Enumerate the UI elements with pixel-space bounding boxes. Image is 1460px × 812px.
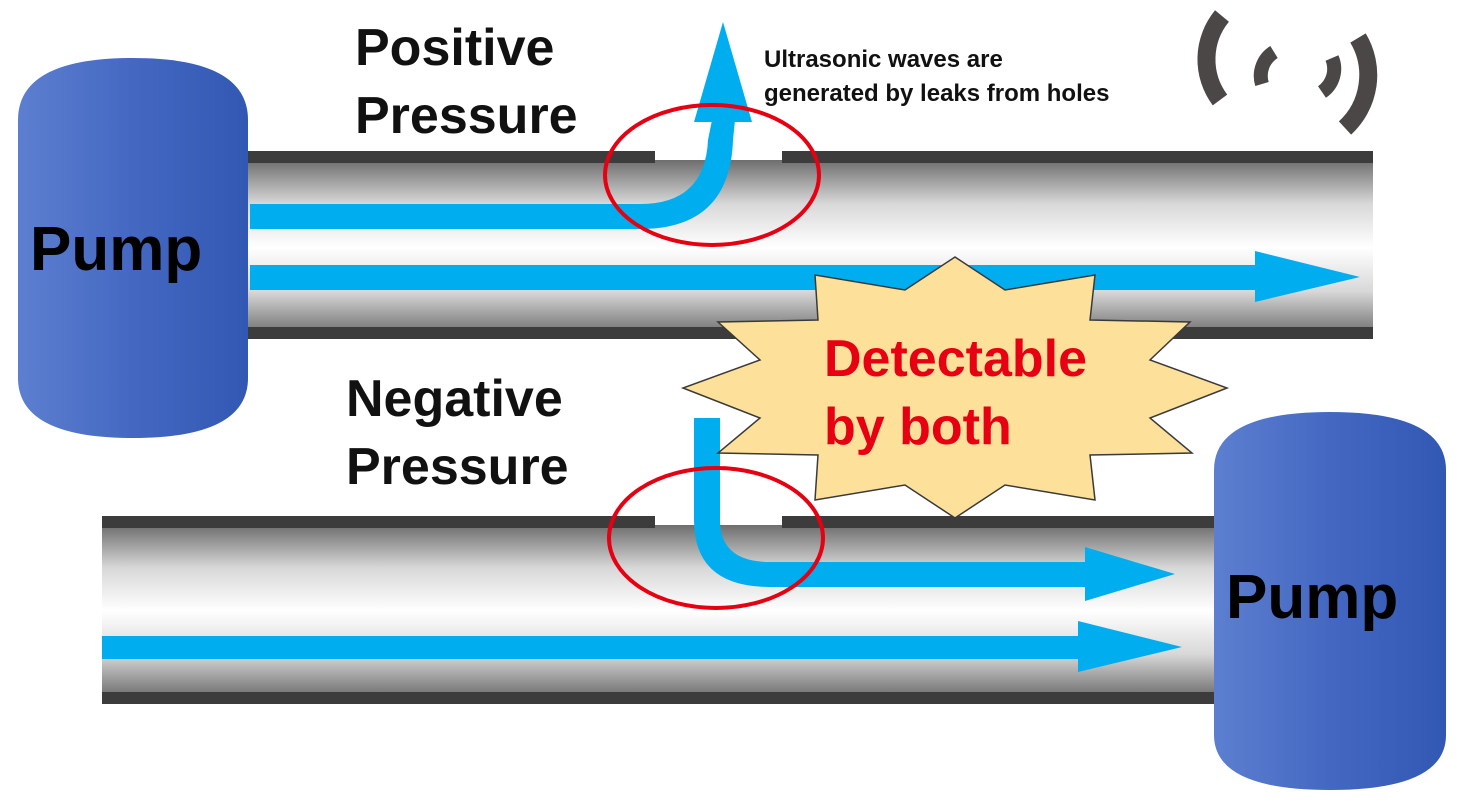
wireless-signal-icon (1197, 10, 1378, 135)
negative-pressure-label-line1: Negative (346, 370, 563, 428)
pump-top (18, 58, 248, 438)
pump-top-label: Pump (30, 215, 202, 284)
bottom-pipe-wall-lower (102, 692, 1220, 704)
negative-pressure-label-line2: Pressure (346, 438, 569, 496)
top-main-flow-head (1255, 251, 1360, 302)
bottom-leak-flow-shaft (694, 418, 1092, 587)
top-leak-flow-shaft (250, 120, 735, 229)
bottom-leak-flow-head (1085, 547, 1175, 601)
burst-text-line2: by both (824, 398, 1012, 456)
top-pipe-wall-upper-right (782, 151, 1373, 163)
burst-text-line1: Detectable (824, 330, 1087, 388)
ultrasonic-note-line1: Ultrasonic waves are (764, 46, 1003, 73)
bottom-pipe (102, 516, 1220, 704)
pump-bottom (1214, 412, 1446, 790)
bottom-pipe-wall-upper-right (782, 516, 1220, 528)
bottom-main-flow-head (1078, 621, 1182, 672)
bottom-flow-arrows (102, 418, 1182, 672)
detectable-burst (680, 256, 1230, 519)
top-leak-circle (603, 103, 821, 247)
top-main-flow-shaft (250, 265, 1260, 290)
bottom-leak-circle (607, 466, 825, 610)
positive-pressure-label-line2: Pressure (355, 87, 578, 145)
top-pipe-wall-upper-left (245, 151, 655, 163)
bottom-pipe-wall-upper-left (102, 516, 655, 528)
ultrasonic-note-line2: generated by leaks from holes (764, 80, 1109, 107)
pump-bottom-label: Pump (1226, 563, 1398, 632)
positive-pressure-label-line1: Positive (355, 19, 554, 77)
top-pipe (245, 151, 1373, 339)
bottom-main-flow-shaft (102, 636, 1082, 659)
top-leak-flow-head (694, 22, 752, 122)
